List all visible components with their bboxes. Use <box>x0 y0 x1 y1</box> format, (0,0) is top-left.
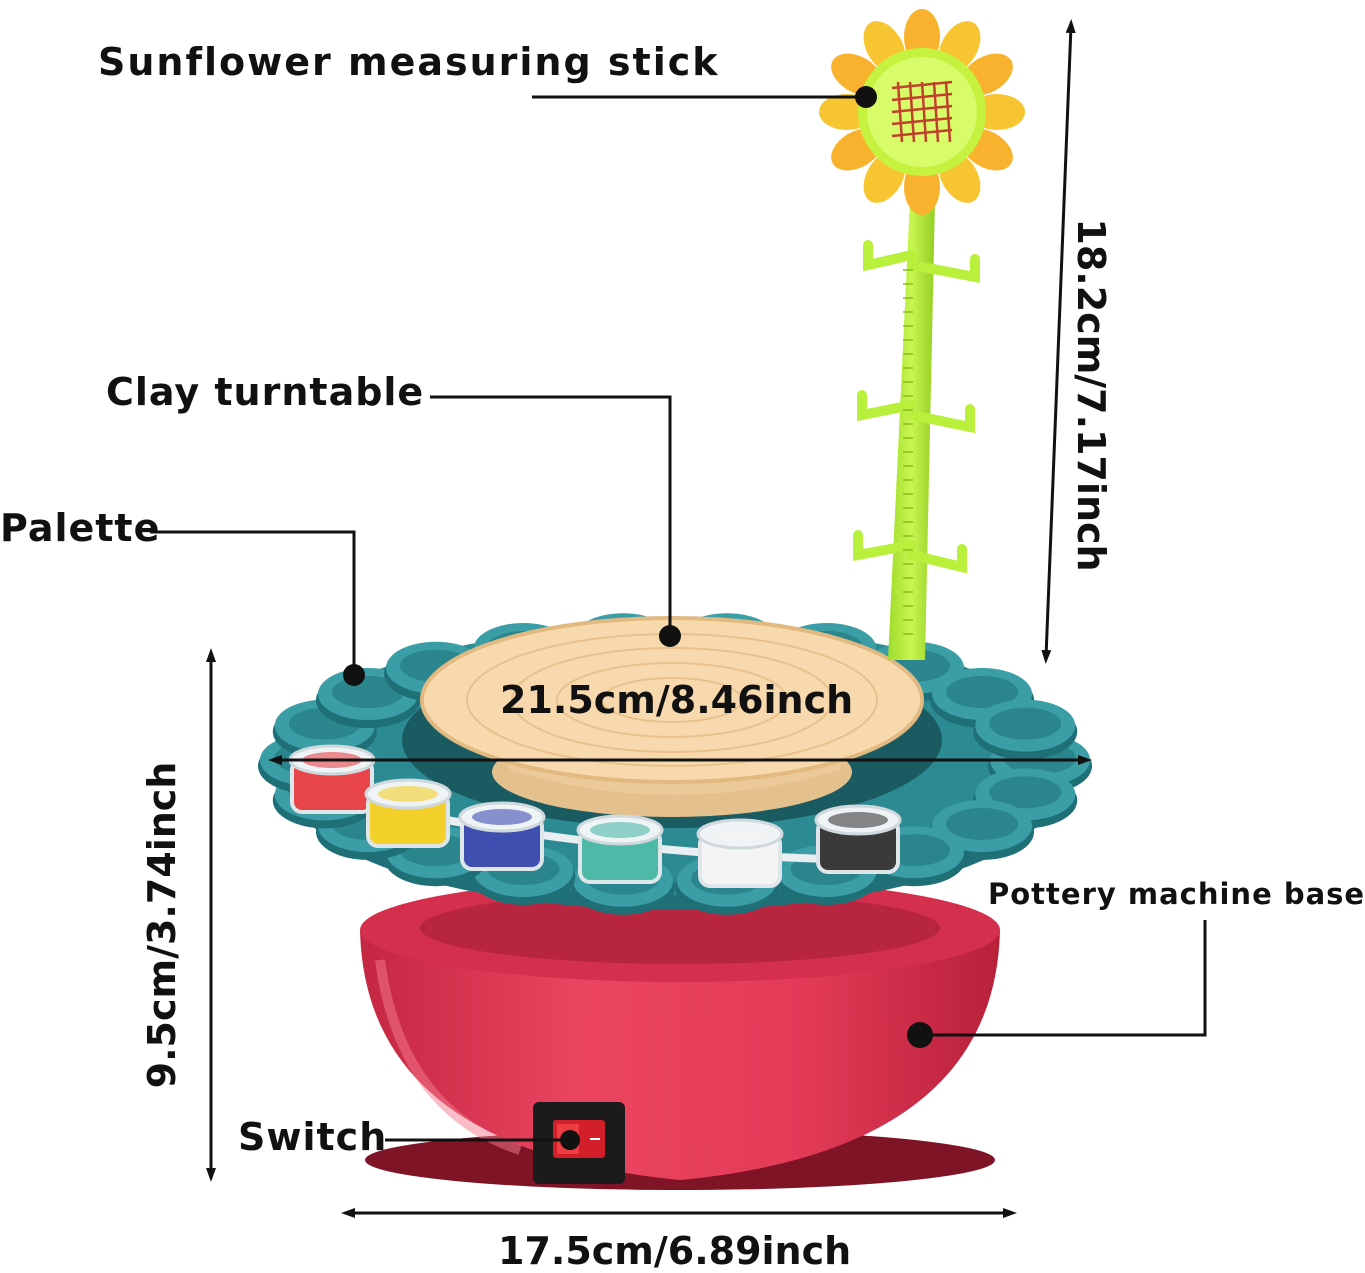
palette-well <box>930 799 1035 860</box>
pottery-base <box>360 878 1000 1190</box>
paint-pot <box>814 804 902 874</box>
dimension-base-height: 9.5cm/3.74inch <box>140 761 184 1089</box>
paint-pot <box>364 778 452 848</box>
sunflower-stick <box>853 200 980 660</box>
paint-pot <box>458 801 546 871</box>
label-sunflower-stick: Sunflower measuring stick <box>98 40 720 84</box>
paint-pot <box>696 818 784 888</box>
clay-turntable <box>420 616 924 817</box>
leader-dots <box>343 86 933 1150</box>
palette-well <box>973 699 1078 760</box>
label-palette: Palette <box>0 506 161 550</box>
label-switch: Switch <box>238 1115 388 1159</box>
dimension-stick-height: 18.2cm/7.17inch <box>1069 218 1113 572</box>
leader-lines <box>150 95 1207 1142</box>
paint-pot <box>576 814 664 884</box>
label-clay-turntable: Clay turntable <box>106 370 425 414</box>
label-pottery-base: Pottery machine base <box>988 877 1365 911</box>
stick-height-arrow <box>1041 19 1076 664</box>
dimension-arrows <box>206 19 1092 1218</box>
dimension-base-width: 17.5cm/6.89inch <box>498 1229 852 1273</box>
paint-pots <box>288 744 902 888</box>
sunflower-head <box>819 9 1025 215</box>
dimension-turntable-width: 21.5cm/8.46inch <box>500 678 854 722</box>
paint-pot <box>288 744 376 814</box>
